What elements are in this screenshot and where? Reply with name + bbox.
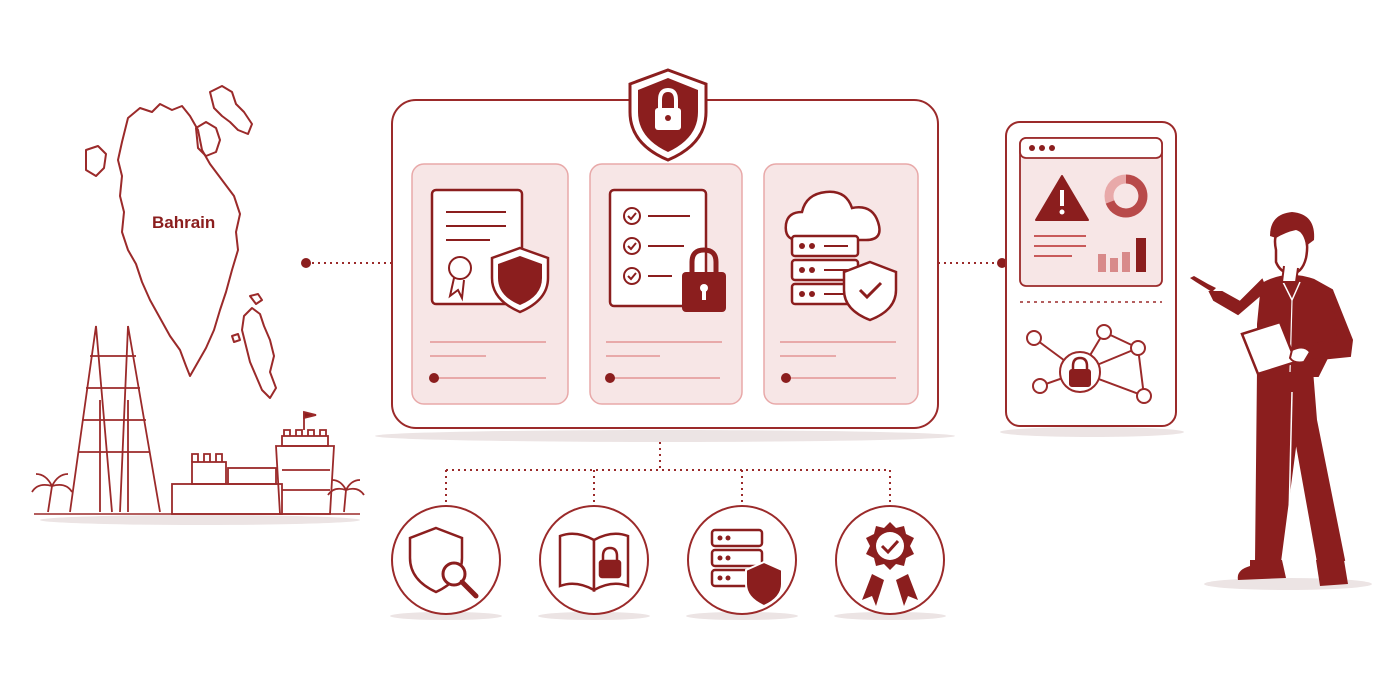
circle-award-badge xyxy=(834,505,946,620)
palm-tree-left xyxy=(31,473,73,513)
award-badge-icon xyxy=(862,522,918,606)
donut-chart-icon xyxy=(1104,174,1148,218)
bahrain-main-island xyxy=(117,103,241,377)
small-islet xyxy=(249,293,263,305)
bar-chart-icon xyxy=(1098,238,1146,272)
twin-towers xyxy=(69,325,161,513)
map-label-bahrain: Bahrain xyxy=(152,213,215,232)
person-presenter xyxy=(1190,212,1372,590)
circle-server-shield xyxy=(686,505,798,620)
hawar-islands xyxy=(241,307,277,399)
connector-dot-right xyxy=(997,258,1007,268)
dashboard-device xyxy=(1000,121,1184,437)
connector-dot-left xyxy=(301,258,311,268)
browser-window xyxy=(1019,137,1163,287)
card-cloud-server xyxy=(763,163,919,405)
bahrain-map xyxy=(85,85,277,399)
bottom-icon-row xyxy=(390,505,946,620)
book-lock-icon xyxy=(558,532,630,593)
circle-shield-search xyxy=(390,505,502,620)
warning-icon xyxy=(1035,175,1089,221)
skyline xyxy=(31,325,365,525)
shield-lock-icon xyxy=(628,68,708,162)
central-panel xyxy=(375,68,955,442)
circle-book-lock xyxy=(538,505,650,620)
small-islet-2 xyxy=(231,333,241,343)
fort xyxy=(171,410,335,515)
palm-tree-right xyxy=(327,479,365,513)
checklist-lock-icon xyxy=(608,188,726,312)
muharraq-island xyxy=(209,85,253,135)
network-lock-icon xyxy=(1026,324,1152,404)
card-checklist xyxy=(589,163,743,405)
shield-search-icon xyxy=(408,526,479,599)
small-island-north xyxy=(195,121,221,157)
cloud-server-shield-icon xyxy=(784,190,898,322)
umm-nasan-island xyxy=(85,145,107,177)
certificate-shield-icon xyxy=(430,188,550,314)
card-certificate xyxy=(411,163,569,405)
server-shield-icon xyxy=(710,528,783,608)
